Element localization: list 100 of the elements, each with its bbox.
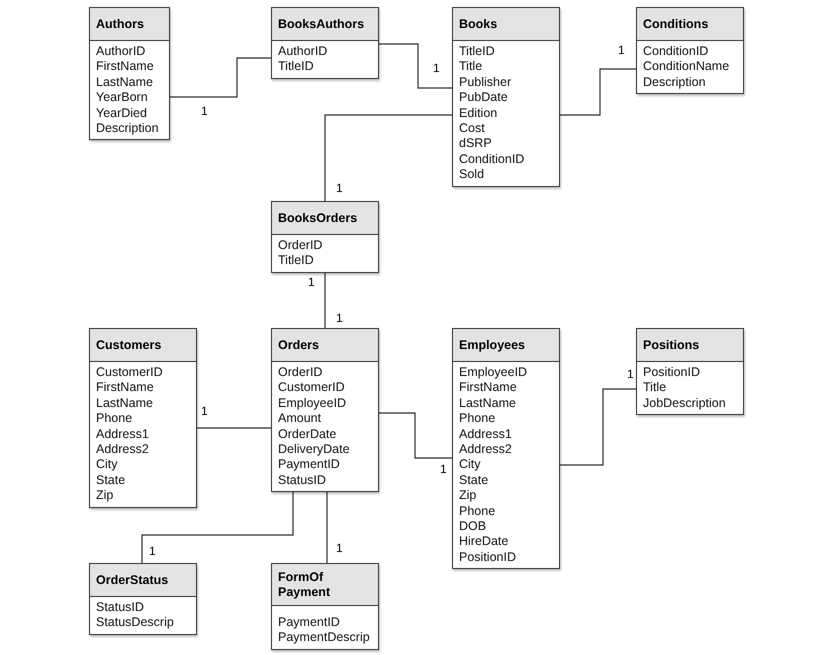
field-name: OrderID (278, 238, 324, 254)
field-name: Zip (459, 488, 478, 504)
table-name: Employees (459, 338, 526, 352)
field-name: JobDescription (643, 396, 727, 412)
field-name: CustomerID (96, 365, 164, 380)
field-name: PaymentID (278, 615, 341, 630)
field-name: AuthorID (96, 44, 146, 60)
entity-table (636, 7, 744, 94)
field-name: OrderDate (278, 426, 338, 442)
cardinality-label: 1 (149, 545, 156, 558)
relationship-line (324, 114, 452, 201)
field-name: OrderID (278, 365, 324, 380)
relationship-line (379, 43, 452, 89)
cardinality-label: 1 (440, 463, 447, 476)
field-name: Edition (459, 106, 498, 122)
field-name: PaymentID (278, 457, 341, 473)
relationship-line (560, 68, 636, 116)
field-name: AuthorID (278, 44, 328, 60)
field-name: Publisher (459, 74, 512, 90)
cardinality-label: 1 (336, 542, 343, 555)
field-name: EmployeeID (278, 396, 348, 412)
entity-table (271, 328, 379, 492)
field-name: PositionID (459, 550, 517, 566)
field-name: ConditionName (643, 59, 730, 75)
field-name: FirstName (96, 59, 155, 75)
field-name: PositionID (643, 365, 701, 380)
table-name: BooksAuthors (278, 16, 364, 32)
field-name: ConditionID (643, 44, 710, 60)
field-name: TitleID (278, 253, 315, 269)
relationship-line (170, 57, 271, 98)
field-name: dSRP (459, 136, 493, 152)
entity-table (89, 328, 197, 508)
relationship-line (379, 412, 452, 459)
field-name: LastName (459, 396, 517, 412)
relationship-line (560, 388, 636, 466)
entity-table (271, 7, 379, 79)
field-name: City (96, 457, 119, 473)
relationship-line (326, 492, 328, 563)
field-name: YearDied (96, 106, 148, 122)
field-name: Title (459, 59, 484, 75)
field-name: Phone (96, 411, 134, 427)
field-name: YearBorn (96, 90, 149, 106)
field-name: DeliveryDate (278, 442, 351, 458)
field-name: PubDate (459, 90, 509, 106)
table-name: Orders (278, 338, 319, 352)
field-name: CustomerID (278, 380, 346, 396)
field-name: Address2 (96, 442, 150, 458)
entity-table (271, 563, 379, 650)
field-name: Description (96, 121, 160, 136)
cardinality-label: 1 (336, 182, 343, 195)
field-name: StatusID (278, 472, 327, 488)
field-name: Sold (459, 167, 486, 183)
field-name: State (459, 472, 490, 488)
table-name: Positions (643, 338, 700, 352)
cardinality-label: 1 (201, 105, 208, 118)
relationship-line (324, 273, 326, 328)
field-name: StatusDescrip (96, 615, 175, 631)
entity-table (636, 328, 744, 416)
entity-table (452, 328, 560, 570)
field-name: Address1 (459, 426, 513, 442)
cardinality-label: 1 (336, 312, 343, 325)
field-name: Address2 (459, 442, 513, 458)
field-name: Phone (459, 411, 496, 427)
field-name: FirstName (96, 380, 155, 396)
relationship-line (141, 492, 294, 563)
field-name: TitleID (278, 59, 315, 75)
entity-table (452, 7, 560, 187)
field-name: EmployeeID (459, 365, 528, 380)
cardinality-label: 1 (433, 62, 440, 75)
field-name: ConditionID (459, 152, 526, 168)
cardinality-label: 1 (618, 44, 625, 57)
table-name: Authors (96, 16, 144, 32)
field-name: City (459, 457, 482, 473)
cardinality-label: 1 (201, 405, 208, 418)
table-name: FormOf Payment (278, 570, 332, 600)
table-name: Books (459, 16, 498, 32)
entity-table (89, 7, 170, 140)
field-name: State (96, 472, 126, 488)
field-name: TitleID (459, 44, 496, 60)
table-name: Customers (96, 338, 162, 352)
field-name: StatusID (96, 600, 145, 616)
field-name: Cost (459, 121, 486, 136)
field-name: Address1 (96, 426, 150, 442)
entity-table (271, 201, 379, 273)
relationship-line (197, 427, 271, 429)
field-name: Amount (278, 411, 322, 427)
field-name: PaymentDescrip (278, 630, 371, 646)
field-name: LastName (96, 396, 154, 412)
field-name: DOB (459, 519, 488, 534)
field-name: HireDate (459, 534, 510, 550)
cardinality-label: 1 (308, 276, 315, 289)
cardinality-label: 1 (627, 368, 634, 381)
table-name: OrderStatus (96, 572, 168, 588)
entity-table (89, 563, 197, 635)
table-name: Conditions (643, 16, 708, 32)
field-name: Zip (96, 488, 114, 504)
field-name: Description (643, 74, 707, 90)
field-name: FirstName (459, 380, 518, 396)
field-name: Title (643, 380, 668, 396)
table-name: BooksOrders (278, 210, 358, 226)
